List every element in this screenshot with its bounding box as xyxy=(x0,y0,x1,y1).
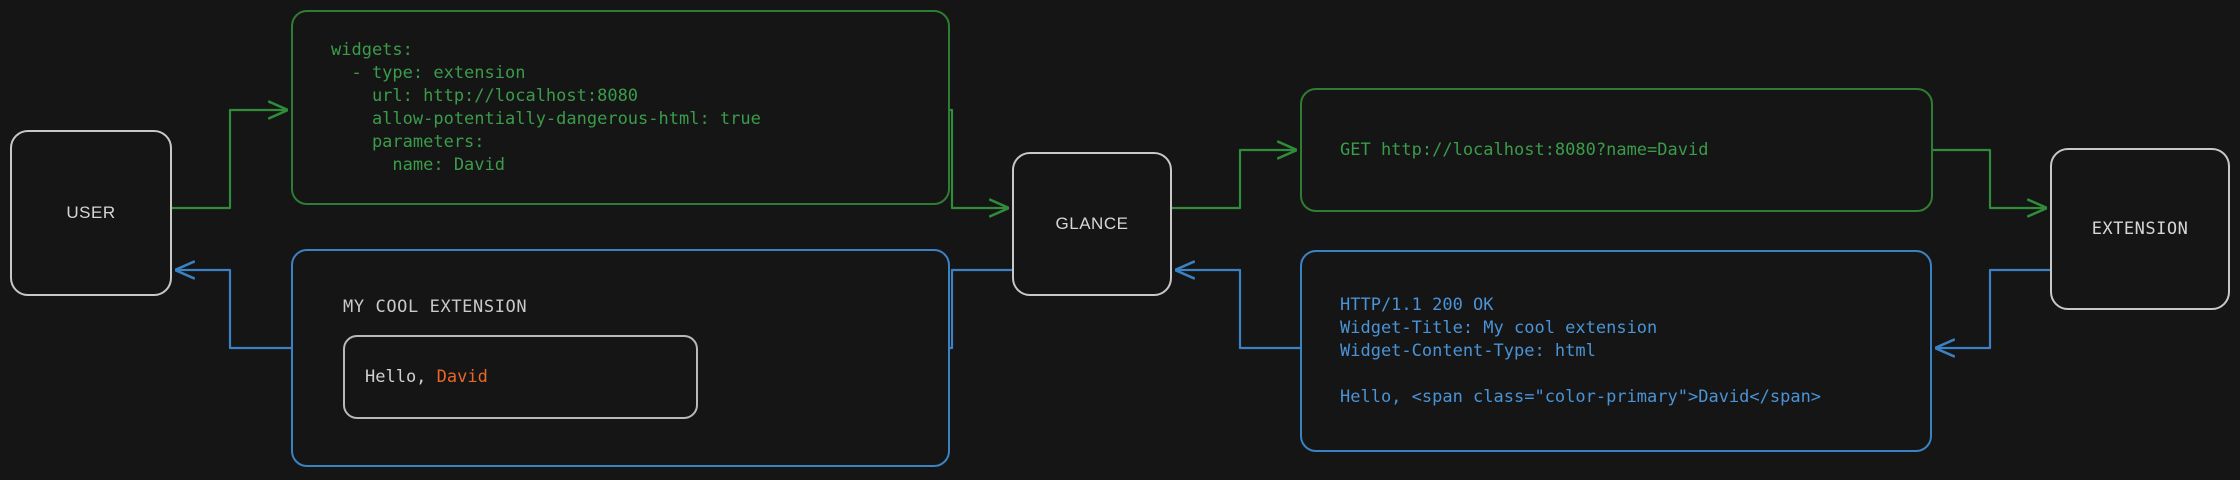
node-user[interactable]: USER xyxy=(10,130,172,296)
http-request-code: GET http://localhost:8080?name=David xyxy=(1340,139,1709,160)
node-user-label: USER xyxy=(66,203,116,222)
glance-config-code: widgets: - type: extension url: http://l… xyxy=(331,39,761,175)
http-response-code: HTTP/1.1 200 OK Widget-Title: My cool ex… xyxy=(1340,294,1822,407)
connector-response-to-glance xyxy=(1176,270,1300,350)
widget-greeting-accent-name: David xyxy=(436,367,488,387)
node-extension-label: EXTENSION xyxy=(2091,219,2189,239)
panel-http-request: GET http://localhost:8080?name=David xyxy=(1300,88,1933,212)
widget-preview-greeting: Hello, David xyxy=(345,367,488,387)
connector-glance-to-request xyxy=(1172,150,1296,210)
panel-http-response: HTTP/1.1 200 OK Widget-Title: My cool ex… xyxy=(1300,250,1932,452)
panel-widget-preview: MY COOL EXTENSION Hello, David xyxy=(291,249,950,467)
panel-glance-config: widgets: - type: extension url: http://l… xyxy=(291,10,950,205)
widget-preview-title: MY COOL EXTENSION xyxy=(343,297,528,317)
node-glance[interactable]: GLANCE xyxy=(1012,152,1172,296)
connector-extension-to-response xyxy=(1936,268,2050,348)
connector-widget-to-user xyxy=(176,270,291,350)
connector-user-to-config xyxy=(172,110,287,210)
node-glance-label: GLANCE xyxy=(1055,214,1129,233)
widget-greeting-prefix: Hello, xyxy=(365,367,437,387)
widget-preview-content-box: Hello, David xyxy=(343,335,698,419)
connector-request-to-extension xyxy=(1933,148,2046,208)
node-extension[interactable]: EXTENSION xyxy=(2050,148,2230,310)
connector-config-to-glance xyxy=(950,108,1008,208)
